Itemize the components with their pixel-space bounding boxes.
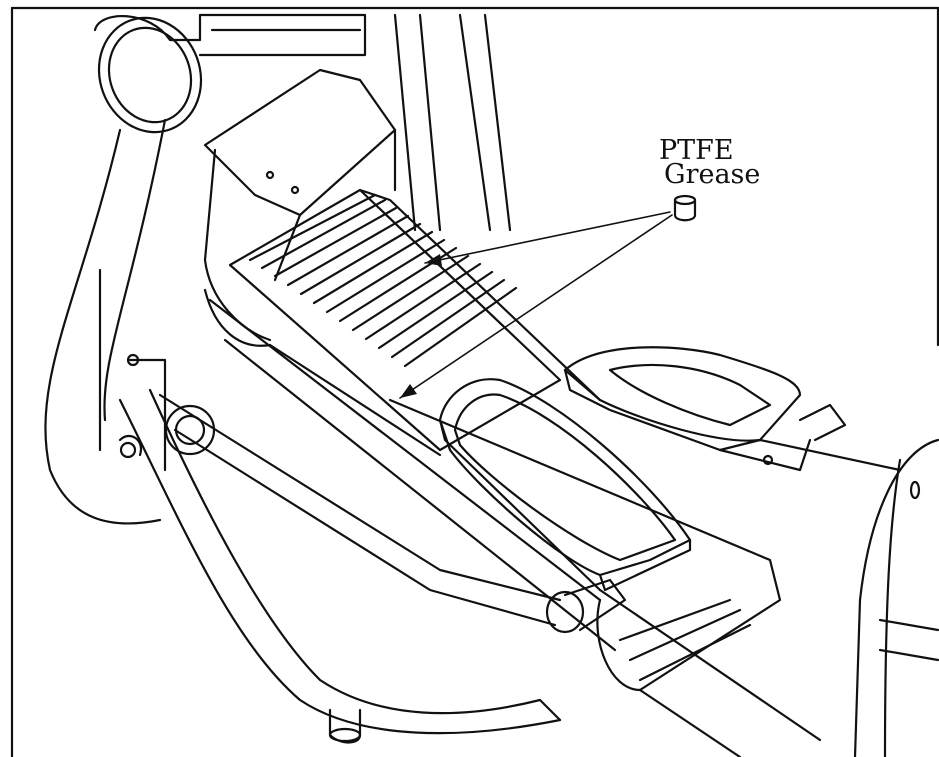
pivot-housing	[203, 68, 397, 342]
leader-arrowheads	[400, 254, 442, 398]
left-pedal	[438, 378, 692, 592]
upper-rail-deck	[203, 188, 602, 457]
grease-leader-lines	[399, 211, 673, 399]
upright-frame	[93, 13, 512, 232]
right-housing	[853, 438, 939, 757]
callout-label-grease: Grease	[664, 159, 761, 190]
left-curved-tube	[44, 118, 167, 525]
right-pedal	[563, 346, 902, 472]
page-border	[10, 6, 939, 757]
callout-label-ptfe: PTFE	[659, 135, 734, 166]
lower-arm-link	[158, 393, 822, 742]
base-frame	[118, 388, 562, 744]
grease-dab-icon	[673, 194, 697, 222]
